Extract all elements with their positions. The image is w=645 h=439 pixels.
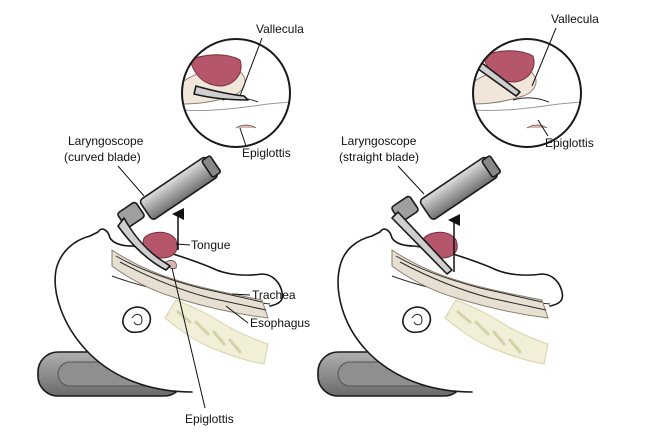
label-laryngoscope-curved-line2: (curved blade) <box>64 150 141 164</box>
label-esophagus: Esophagus <box>250 316 310 330</box>
ear <box>122 306 152 334</box>
airway <box>391 249 549 319</box>
label-laryngoscope-curved-line1: Laryngoscope <box>68 134 144 148</box>
cervical-spine <box>444 299 549 365</box>
label-laryngoscope-straight-line2: (straight blade) <box>339 150 419 164</box>
inset-curved <box>181 38 291 148</box>
inset-straight <box>472 38 582 148</box>
ear <box>402 306 432 334</box>
panel-curved-blade: Vallecula Epiglottis Laryngoscope (curve… <box>37 22 310 426</box>
panel-straight-blade: Vallecula Epiglottis Laryngoscope (strai… <box>317 12 599 397</box>
label-epiglottis-inset-right: Epiglottis <box>545 136 594 150</box>
label-vallecula-left: Vallecula <box>256 22 304 36</box>
laryngoscope-straight <box>391 155 501 275</box>
laryngoscope-curved <box>117 155 221 271</box>
label-vallecula-right: Vallecula <box>551 12 599 26</box>
label-epiglottis-bottom: Epiglottis <box>185 412 234 426</box>
airway <box>111 249 269 319</box>
label-epiglottis-inset-left: Epiglottis <box>242 146 291 160</box>
label-laryngoscope-straight-line1: Laryngoscope <box>341 134 417 148</box>
label-trachea: Trachea <box>252 288 296 302</box>
label-tongue: Tongue <box>191 238 231 252</box>
